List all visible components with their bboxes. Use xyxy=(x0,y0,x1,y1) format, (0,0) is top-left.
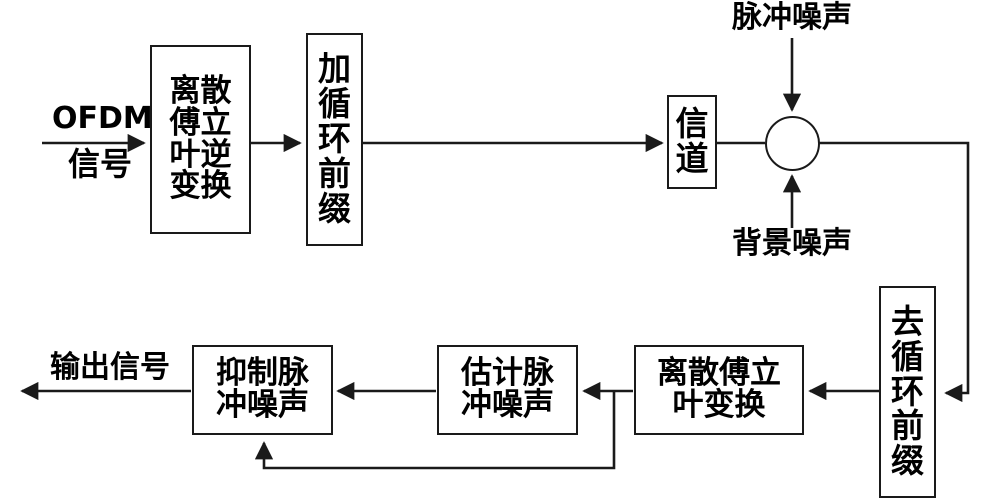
block-idft[interactable]: 离散 傅立 叶逆 变换 xyxy=(150,45,251,234)
block-remove-cyclic-prefix-line-2: 循 xyxy=(891,336,924,376)
block-remove-cyclic-prefix[interactable]: 去 循 环 前 缀 xyxy=(879,286,936,498)
block-add-cyclic-prefix-line-4: 前 xyxy=(318,153,351,193)
block-remove-cyclic-prefix-line-5: 缀 xyxy=(891,441,924,481)
block-channel-line-2: 道 xyxy=(675,139,709,178)
block-idft-line-4: 变换 xyxy=(169,168,232,205)
label-ofdm-signal-line2: 信号 xyxy=(67,145,132,183)
block-suppress-impulse-noise-line-2: 冲噪声 xyxy=(216,387,309,423)
block-remove-cyclic-prefix-line-1: 去 xyxy=(891,301,924,341)
block-estimate-impulse-noise[interactable]: 估计脉 冲噪声 xyxy=(437,345,578,435)
block-remove-cyclic-prefix-line-3: 环 xyxy=(891,371,924,411)
block-idft-line-1: 离散 xyxy=(169,73,232,110)
label-background-noise: 背景噪声 xyxy=(732,226,852,261)
block-channel-line-1: 信 xyxy=(675,104,709,144)
block-add-cyclic-prefix-line-2: 循 xyxy=(318,84,351,124)
block-channel[interactable]: 信 道 xyxy=(667,95,717,189)
block-suppress-impulse-noise[interactable]: 抑制脉 冲噪声 xyxy=(192,345,333,435)
label-ofdm-signal-line1: OFDM xyxy=(52,101,153,136)
summing-junction[interactable] xyxy=(765,116,820,171)
label-impulse-noise: 脉冲噪声 xyxy=(732,0,852,35)
block-add-cyclic-prefix-line-1: 加 xyxy=(318,49,351,89)
block-dft-line-2: 叶变换 xyxy=(672,387,766,423)
block-suppress-impulse-noise-line-1: 抑制脉 xyxy=(216,355,309,392)
block-dft[interactable]: 离散傅立 叶变换 xyxy=(634,345,804,435)
block-dft-line-1: 离散傅立 xyxy=(657,355,781,392)
block-estimate-impulse-noise-line-1: 估计脉 xyxy=(461,355,554,392)
block-add-cyclic-prefix[interactable]: 加 循 环 前 缀 xyxy=(306,33,363,246)
label-output-signal: 输出信号 xyxy=(50,350,170,385)
block-remove-cyclic-prefix-line-4: 前 xyxy=(891,406,924,446)
block-idft-line-3: 叶逆 xyxy=(169,136,232,173)
block-estimate-impulse-noise-line-2: 冲噪声 xyxy=(461,387,554,423)
block-add-cyclic-prefix-line-5: 缀 xyxy=(318,188,351,228)
wire-junction-to-removecp xyxy=(819,141,970,403)
block-idft-line-2: 傅立 xyxy=(169,104,232,141)
wire-dft-feedback-to-suppress xyxy=(254,391,616,470)
block-add-cyclic-prefix-line-3: 环 xyxy=(318,119,351,159)
